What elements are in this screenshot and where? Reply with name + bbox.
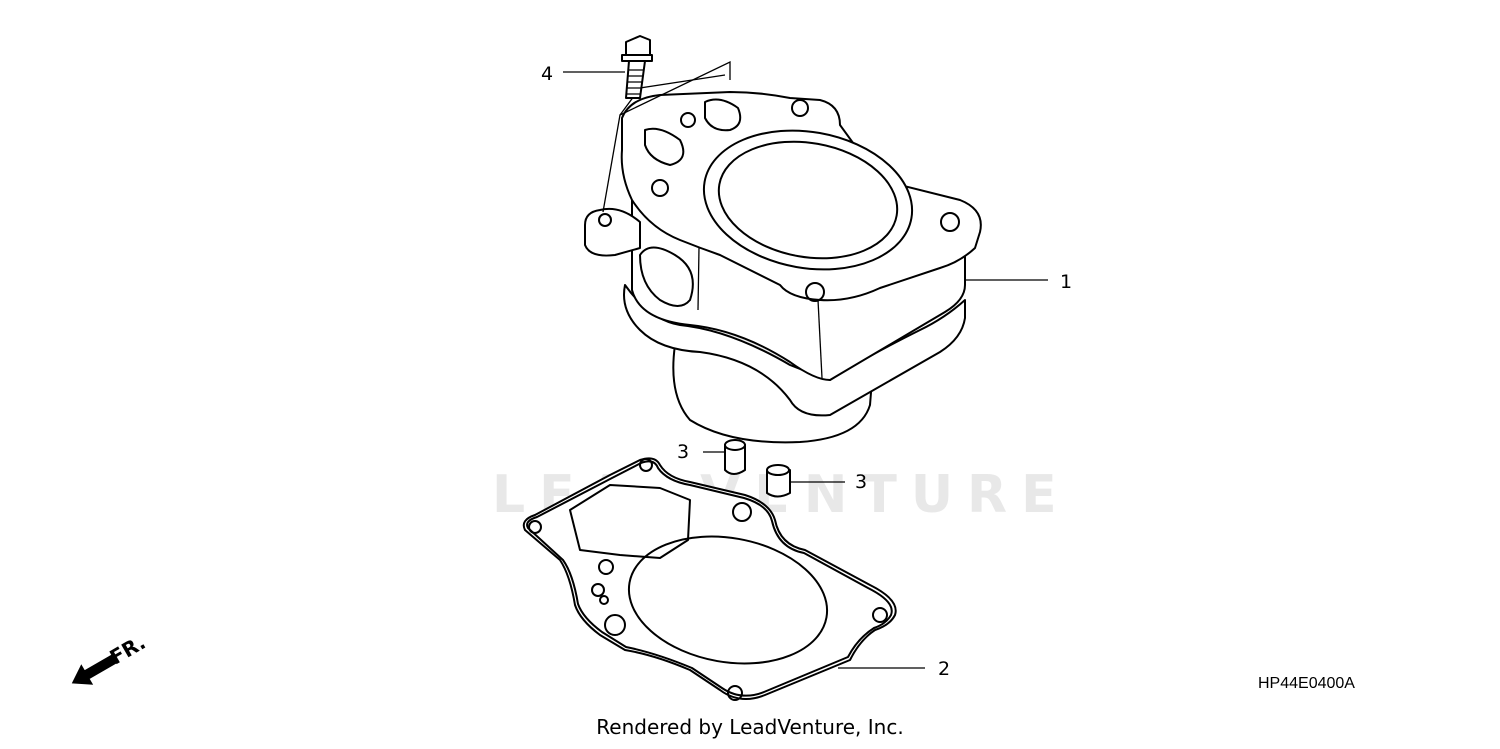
callout-3b: 3 — [855, 471, 867, 493]
cylinder-part[interactable] — [584, 60, 982, 444]
diagram-code: HP44E0400A — [1258, 675, 1355, 692]
callout-2: 2 — [938, 658, 950, 680]
arrow-icon — [71, 653, 119, 685]
callout-4: 4 — [541, 63, 553, 85]
callout-1: 1 — [1060, 271, 1072, 293]
dowel-pin-part[interactable] — [766, 464, 791, 498]
bolt-part[interactable] — [621, 35, 653, 99]
gasket-part[interactable] — [522, 457, 897, 701]
callout-3a: 3 — [677, 441, 689, 463]
render-credit: Rendered by LeadVenture, Inc. — [596, 715, 904, 739]
front-direction-indicator: FR. — [71, 630, 150, 685]
leader-lines — [563, 71, 1048, 669]
dowel-pin-part[interactable] — [724, 439, 746, 475]
